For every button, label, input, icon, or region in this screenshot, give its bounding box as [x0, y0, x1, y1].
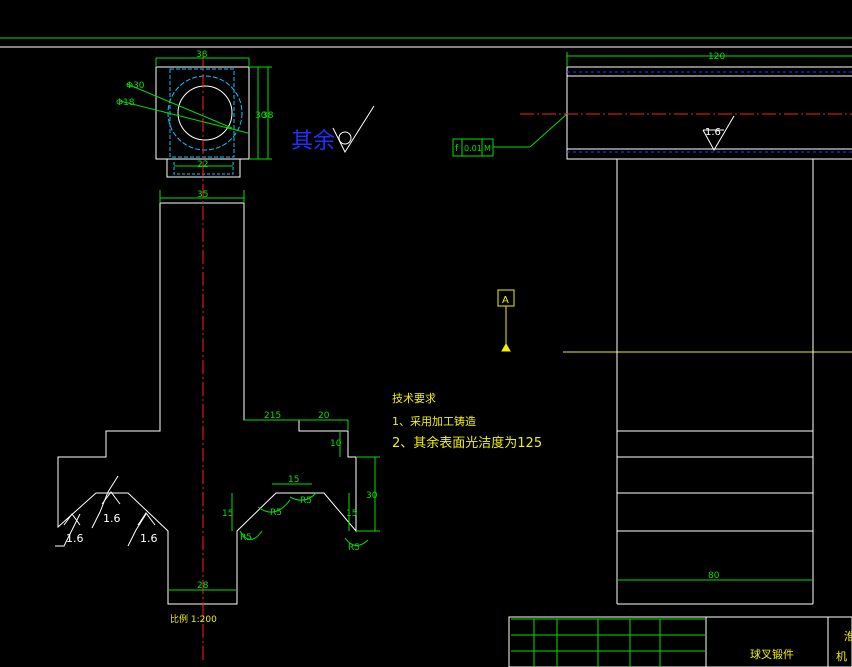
tolerance-frame: f 0.01 M	[452, 113, 568, 157]
dim-arc-3: R5	[300, 496, 312, 506]
dim-20: 20	[318, 411, 330, 421]
roughness-value-2: 1.6	[103, 512, 121, 525]
roughness-value-1: 1.6	[66, 532, 84, 545]
datum-label: A	[502, 295, 509, 306]
rest-roughness-label: 其余	[291, 129, 335, 154]
title-side-2: 淮	[844, 630, 852, 643]
datum-marker: A	[497, 289, 515, 352]
front-view	[55, 52, 380, 660]
notes-line-2: 2、其余表面光洁度为125	[392, 435, 542, 451]
tolerance-value: 0.01	[464, 144, 482, 153]
title-side-1: 机	[836, 649, 847, 663]
dim-top-width: 38	[196, 50, 208, 60]
dim-15-top: 15	[288, 475, 299, 485]
scale-note: 比例 1:200	[170, 613, 217, 625]
dim-phi-outer: Φ30	[126, 81, 145, 91]
roughness-value-3: 1.6	[140, 532, 158, 545]
dim-arc-4: R5	[348, 543, 360, 553]
title-part-name: 球叉锻件	[750, 647, 794, 661]
dim-right-h2: 38	[262, 111, 274, 121]
dim-arc-2: R5	[270, 508, 282, 518]
roughness-values: 1.6 1.6 1.6	[66, 512, 158, 545]
rest-roughness: 其余	[291, 105, 375, 154]
dim-30: 30	[366, 491, 378, 501]
side-view	[520, 52, 852, 605]
dim-length-120: 120	[708, 52, 725, 62]
front-view-dimensions: 38 Φ30 Φ18 30 38 22 35 28 215 20 10 15 3…	[116, 50, 378, 591]
dim-length-80: 80	[708, 571, 720, 581]
tolerance-modifier: M	[484, 144, 491, 153]
drawing-frame	[0, 37, 852, 48]
notes-line-1: 1、采用加工铸造	[392, 414, 476, 428]
dim-right-h1: 30	[255, 111, 267, 121]
technical-notes: 技术要求 1、采用加工铸造 2、其余表面光洁度为125	[392, 392, 542, 451]
dim-neck-width: 35	[197, 190, 208, 200]
tolerance-symbol: f	[455, 144, 459, 154]
dim-215: 215	[264, 411, 281, 421]
dim-10: 10	[330, 439, 342, 449]
dim-inner-width: 22	[197, 160, 208, 170]
notes-title: 技术要求	[392, 392, 436, 405]
dim-15-left: 15	[222, 509, 233, 519]
dim-arc-1: R5	[240, 533, 252, 543]
roughness-value-4: 1.6	[705, 127, 721, 138]
dim-phi-inner: Φ18	[116, 98, 135, 108]
dim-15-right: 15	[346, 509, 357, 519]
title-block: 球叉锻件 淮 机	[508, 616, 852, 667]
dim-base-width: 28	[197, 581, 209, 591]
